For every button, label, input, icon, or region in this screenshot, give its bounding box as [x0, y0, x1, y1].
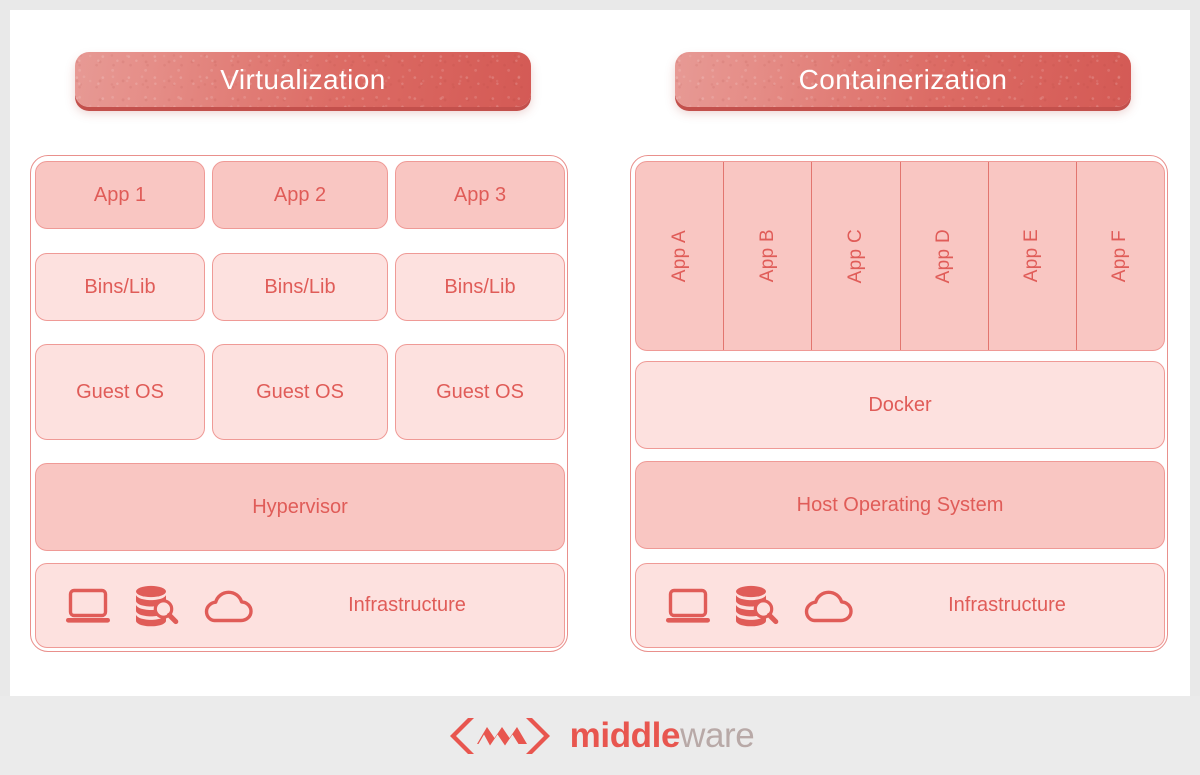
bins-lib-label: Bins/Lib: [264, 275, 336, 298]
laptop-icon: [64, 586, 112, 626]
app-box: App 1: [35, 161, 205, 229]
hypervisor-label: Hypervisor: [252, 495, 348, 518]
guest-os-box: Guest OS: [212, 344, 388, 440]
infrastructure-label: Infrastructure: [948, 594, 1066, 616]
infrastructure-box: Infrastructure: [35, 563, 565, 648]
guest-os-label: Guest OS: [256, 380, 344, 403]
database-search-icon: [732, 584, 780, 628]
containerization-stack: App A App B App C App D App E App F Dock…: [630, 155, 1168, 652]
infrastructure-box: Infrastructure: [635, 563, 1165, 648]
cloud-icon: [200, 586, 256, 626]
hypervisor-box: Hypervisor: [35, 463, 565, 551]
docker-box: Docker: [635, 361, 1165, 449]
container-app-label: App E: [1021, 229, 1043, 283]
host-os-box: Host Operating System: [635, 461, 1165, 549]
app-box: App 2: [212, 161, 388, 229]
infrastructure-icon-group: [664, 584, 856, 628]
container-app-label: App D: [933, 228, 955, 284]
container-app-label: App C: [844, 228, 866, 284]
bins-lib-label: Bins/Lib: [84, 275, 156, 298]
container-app-cell: App D: [901, 162, 989, 350]
brand-wordmark: middleware: [570, 716, 755, 756]
bins-lib-box: Bins/Lib: [35, 253, 205, 321]
bins-lib-box: Bins/Lib: [395, 253, 565, 321]
chevron-m-logo-icon: [446, 714, 554, 758]
cloud-icon: [800, 586, 856, 626]
container-app-label: App F: [1109, 229, 1131, 283]
container-app-cell: App C: [812, 162, 901, 350]
host-os-label: Host Operating System: [796, 493, 1004, 516]
bins-lib-label: Bins/Lib: [444, 275, 516, 298]
guest-os-label: Guest OS: [76, 380, 164, 403]
guest-os-label: Guest OS: [436, 380, 524, 403]
app-box-label: App 3: [453, 183, 507, 206]
container-app-cell: App B: [724, 162, 813, 350]
footer-bar: middleware: [0, 696, 1200, 775]
container-app-cell: App E: [989, 162, 1077, 350]
laptop-icon: [664, 586, 712, 626]
container-app-cell: App F: [1077, 162, 1164, 350]
guest-os-box: Guest OS: [395, 344, 565, 440]
container-app-label: App B: [756, 229, 778, 283]
section-header-containerization-label: Containerization: [798, 63, 1008, 95]
virtualization-stack: App 1 App 2 App 3 Bins/Lib Bins/Lib Bins…: [30, 155, 568, 652]
brand-wordmark-primary: middle: [569, 715, 681, 755]
section-header-virtualization: Virtualization: [75, 52, 531, 107]
container-app-cell: App A: [636, 162, 725, 350]
guest-os-box: Guest OS: [35, 344, 205, 440]
database-search-icon: [132, 584, 180, 628]
docker-label: Docker: [868, 393, 932, 416]
section-header-virtualization-label: Virtualization: [220, 63, 386, 95]
app-box: App 3: [395, 161, 565, 229]
container-app-label: App A: [668, 229, 690, 283]
app-box-label: App 2: [273, 183, 327, 206]
container-apps-group: App A App B App C App D App E App F: [635, 161, 1165, 351]
infrastructure-label: Infrastructure: [348, 594, 466, 616]
infrastructure-icon-group: [64, 584, 256, 628]
section-header-containerization: Containerization: [675, 52, 1131, 107]
bins-lib-box: Bins/Lib: [212, 253, 388, 321]
app-box-label: App 1: [93, 183, 147, 206]
brand-wordmark-secondary: ware: [680, 715, 755, 755]
